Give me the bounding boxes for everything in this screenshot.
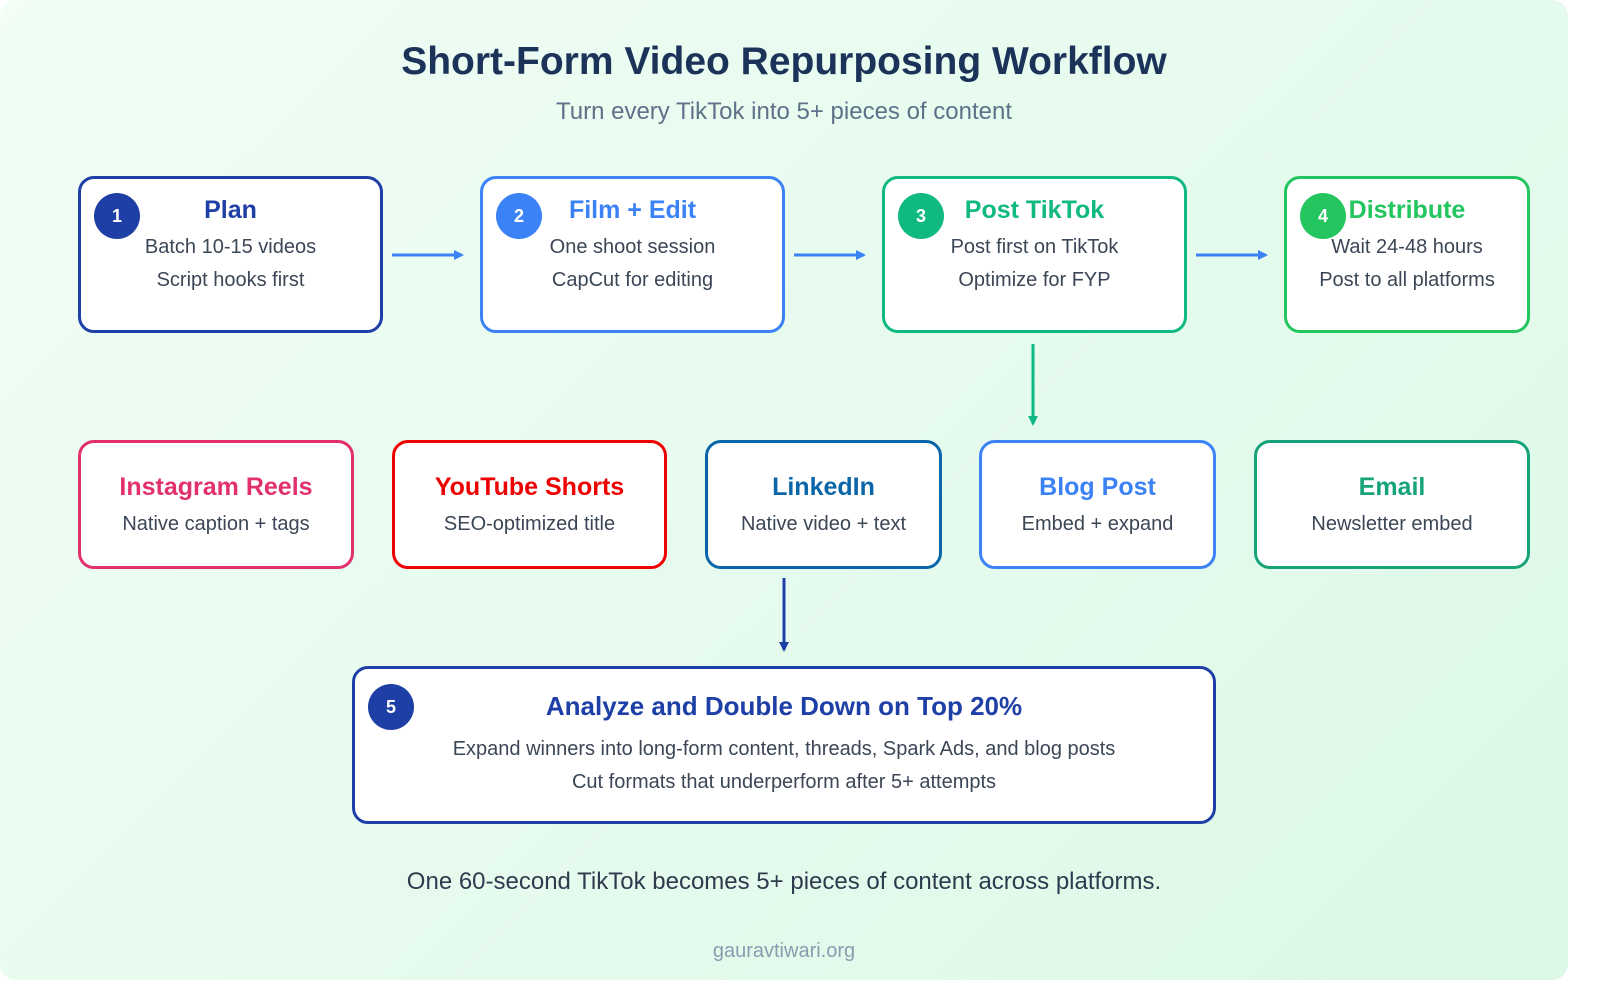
- footer-summary: One 60-second TikTok becomes 5+ pieces o…: [406, 868, 1162, 895]
- platform-email-line: Newsletter embed: [1311, 513, 1473, 535]
- step-post-tiktok-line-2: Optimize for FYP: [958, 269, 1111, 291]
- step-plan-line-2: Script hooks first: [156, 269, 305, 291]
- analyze-line-2: Cut formats that underperform after 5+ a…: [571, 771, 997, 793]
- analyze-box: Analyze and Double Down on Top 20% Expan…: [352, 666, 1216, 824]
- platform-youtube-shorts-line: SEO-optimized title: [443, 513, 616, 535]
- step-distribute-line-2: Post to all platforms: [1319, 269, 1495, 291]
- step-plan-line-1: Batch 10-15 videos: [144, 236, 317, 258]
- platform-instagram-reels-line: Native caption + tags: [122, 513, 310, 535]
- step-film-edit-title: Film + Edit: [568, 196, 697, 224]
- step-3-badge: 3: [898, 193, 944, 239]
- platform-email-box: Email Newsletter embed: [1254, 440, 1530, 569]
- step-plan-title: Plan: [204, 196, 257, 224]
- platform-email-title: Email: [1358, 473, 1426, 501]
- step-distribute-title: Distribute: [1348, 196, 1466, 224]
- step-5-badge: 5: [368, 684, 414, 730]
- step-1-badge: 1: [94, 193, 140, 239]
- platform-youtube-shorts-box: YouTube Shorts SEO-optimized title: [392, 440, 667, 569]
- connector-arrows: [392, 250, 1268, 652]
- platform-blog-post-line: Embed + expand: [1021, 513, 1174, 535]
- step-film-edit-line-1: One shoot session: [549, 236, 716, 258]
- workflow-canvas: Short-Form Video Repurposing Workflow Tu…: [0, 0, 1568, 980]
- platform-youtube-shorts-title: YouTube Shorts: [434, 473, 625, 501]
- step-post-tiktok-line-1: Post first on TikTok: [950, 236, 1119, 258]
- page-title: Short-Form Video Repurposing Workflow: [401, 40, 1167, 83]
- step-4-badge: 4: [1300, 193, 1346, 239]
- platform-linkedin-title: LinkedIn: [772, 473, 875, 501]
- page-subtitle: Turn every TikTok into 5+ pieces of cont…: [555, 98, 1012, 125]
- platform-instagram-reels-title: Instagram Reels: [119, 473, 313, 501]
- step-distribute-line-1: Wait 24-48 hours: [1331, 236, 1483, 258]
- platform-blog-post-box: Blog Post Embed + expand: [979, 440, 1216, 569]
- step-film-edit-line-2: CapCut for editing: [551, 269, 714, 291]
- platform-instagram-reels-box: Instagram Reels Native caption + tags: [78, 440, 354, 569]
- platform-linkedin-line: Native video + text: [740, 513, 907, 535]
- step-2-badge: 2: [496, 193, 542, 239]
- platform-blog-post-title: Blog Post: [1039, 473, 1156, 501]
- analyze-title: Analyze and Double Down on Top 20%: [545, 691, 1023, 721]
- platform-linkedin-box: LinkedIn Native video + text: [705, 440, 942, 569]
- analyze-line-1: Expand winners into long-form content, t…: [452, 738, 1116, 760]
- step-post-tiktok-title: Post TikTok: [964, 196, 1105, 224]
- source-credit: gauravtiwari.org: [712, 940, 856, 962]
